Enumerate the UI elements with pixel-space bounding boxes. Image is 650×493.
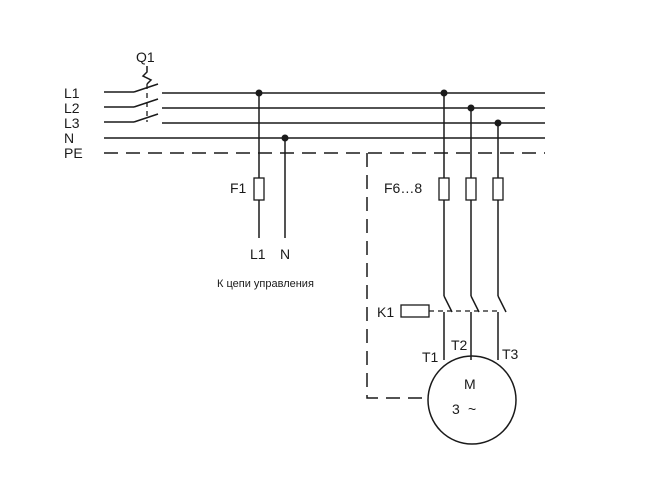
breaker-q1: [104, 66, 159, 123]
fuse-f1: [253, 177, 265, 201]
control-terminal-l1: L1: [250, 246, 266, 262]
control-terminal-n: N: [280, 246, 290, 262]
control-branch: [253, 89, 289, 238]
bus-label-pe: PE: [64, 145, 83, 161]
bus-label-l2: L2: [64, 100, 80, 116]
fuse-f7: [465, 177, 477, 201]
motor-terminal-t1: T1: [422, 349, 439, 365]
motor-fuses-label: F6…8: [384, 180, 422, 196]
motor-symbol: M: [464, 376, 476, 392]
control-caption: К цепи управления: [217, 278, 314, 290]
motor: [427, 355, 517, 445]
fuse-f8: [492, 177, 504, 201]
bus-label-l1: L1: [64, 85, 80, 101]
fuse-f1-label: F1: [230, 180, 247, 196]
bus-label-l3: L3: [64, 115, 80, 131]
breaker-label: Q1: [136, 49, 155, 65]
contactor-coil: [400, 304, 430, 318]
contactor-k1: [400, 304, 500, 318]
pe-conductor: [366, 153, 425, 399]
motor-circle: [427, 355, 517, 445]
motor-terminal-t3: T3: [502, 346, 519, 362]
motor-terminal-t2: T2: [451, 337, 468, 353]
bus-label-n: N: [64, 130, 74, 146]
ac-symbol: ~: [468, 401, 476, 417]
fuse-f6: [438, 177, 450, 201]
motor-phase-count: 3: [452, 401, 460, 417]
contactor-label: K1: [377, 304, 394, 320]
motor-feeder: [438, 89, 507, 360]
